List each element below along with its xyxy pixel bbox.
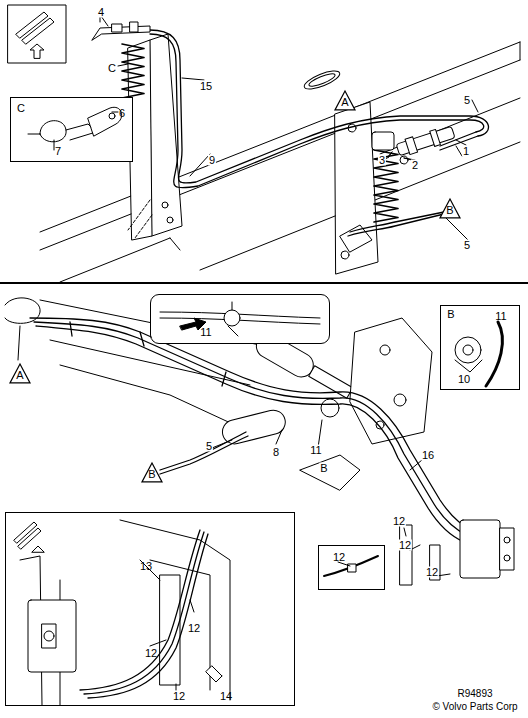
callout-number: 11 — [309, 445, 322, 456]
reference-letter: C — [17, 103, 25, 114]
reference-triangle: B — [439, 198, 461, 219]
callout-number: 7 — [55, 146, 61, 157]
shock-absorber — [220, 330, 356, 447]
wire-harness — [30, 318, 472, 542]
reference-letter: A — [341, 97, 348, 108]
detail-inset: B 11 10 — [440, 305, 520, 390]
frame-rail — [40, 42, 520, 282]
reference-triangle: B — [141, 462, 163, 483]
detail-inset — [11, 98, 132, 161]
callout-number: 10 — [458, 374, 470, 385]
reference-letter: B — [446, 205, 453, 216]
callout-number: 5 — [463, 240, 471, 251]
callout-number: 4 — [97, 7, 105, 18]
callout-number: 6 — [119, 108, 125, 119]
detail-inset: 12 — [318, 545, 385, 590]
spring — [122, 44, 144, 98]
divider — [0, 282, 528, 284]
valve-box — [400, 520, 514, 585]
callout-number: 11 — [495, 311, 506, 322]
callout-number: 11 — [200, 327, 211, 338]
spring — [374, 150, 398, 222]
detail-inset — [151, 295, 329, 343]
valve — [100, 16, 466, 164]
callout-number: 12 — [188, 623, 200, 634]
callout-number: 12 — [145, 648, 157, 659]
callout-number: 12 — [392, 516, 406, 527]
detail-inset — [441, 306, 519, 389]
callout-number: 1 — [462, 146, 470, 157]
reference-letter: B — [148, 469, 155, 480]
right-bracket — [335, 102, 378, 274]
spring-coil — [374, 150, 398, 222]
callout-number: 5 — [463, 95, 471, 106]
wire-harness — [150, 30, 488, 236]
callout-number: C — [107, 63, 117, 74]
spring-coil — [122, 44, 144, 98]
callout-number: 8 — [272, 447, 280, 458]
connector-group — [92, 16, 150, 40]
callout-number: 12 — [333, 552, 345, 563]
callout-number: 5 — [205, 441, 213, 452]
callout-number: 13 — [140, 561, 152, 572]
callout-number: 3 — [378, 155, 386, 166]
callout-number: 15 — [199, 81, 213, 92]
detail-inset: 11 — [150, 294, 330, 344]
callout-number: 12 — [425, 567, 439, 578]
copyright-note: © Volvo Parts Corp — [431, 702, 518, 712]
orientation-icon — [14, 522, 44, 552]
callout-number: 12 — [398, 540, 412, 551]
callout-number: 12 — [173, 691, 185, 702]
callout-number: B — [319, 463, 328, 474]
detail-inset — [319, 546, 384, 589]
callout-number: 14 — [220, 691, 232, 702]
reference-triangle: A — [9, 363, 31, 384]
detail-inset — [6, 513, 294, 705]
detail-inset: C 6 7 — [10, 97, 133, 162]
callout-number: 2 — [411, 160, 419, 171]
reference-triangle: A — [334, 90, 356, 111]
copyright-note: R94893 — [456, 689, 493, 699]
leader-line — [118, 64, 478, 576]
reference-letter: B — [447, 309, 454, 320]
callout-number: 16 — [421, 450, 435, 461]
callout-number: 9 — [208, 155, 216, 166]
orientation-icon — [8, 5, 66, 63]
detail-inset: 13 12 12 12 14 — [5, 512, 295, 706]
reference-letter: A — [16, 370, 23, 381]
